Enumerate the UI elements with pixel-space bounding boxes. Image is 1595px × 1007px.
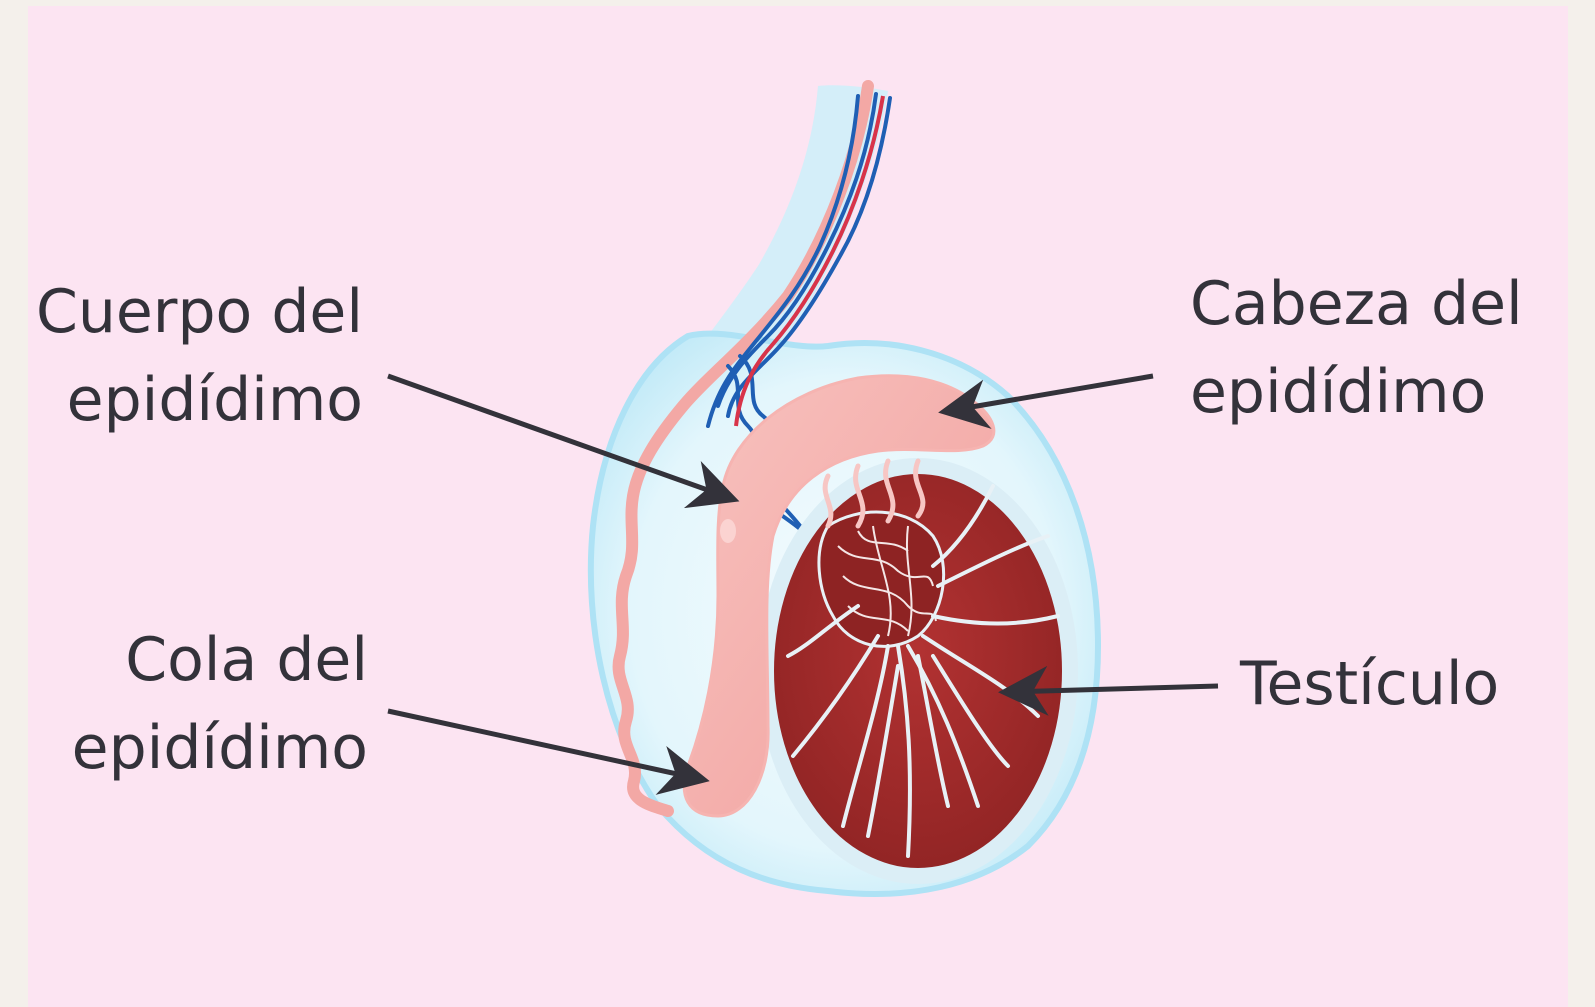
label-testiculo-line1: Testículo xyxy=(1240,640,1499,728)
label-testiculo: Testículo xyxy=(1240,640,1499,728)
label-cuerpo-del-epididimo: Cuerpo del epidídimo xyxy=(28,268,363,444)
label-cabeza-line1: Cabeza del xyxy=(1190,260,1523,348)
label-cola-line2: epidídimo xyxy=(28,704,368,792)
label-cabeza-del-epididimo: Cabeza del epidídimo xyxy=(1190,260,1523,436)
label-cabeza-line2: epidídimo xyxy=(1190,348,1523,436)
diagram-canvas: Cuerpo del epidídimo Cola del epidídimo … xyxy=(28,6,1568,1007)
epididymis-diagram xyxy=(28,6,1568,1007)
label-cuerpo-line1: Cuerpo del xyxy=(28,268,363,356)
label-cola-line1: Cola del xyxy=(28,616,368,704)
label-cola-del-epididimo: Cola del epidídimo xyxy=(28,616,368,792)
label-cuerpo-line2: epidídimo xyxy=(28,356,363,444)
epididymis-highlight xyxy=(720,519,736,543)
